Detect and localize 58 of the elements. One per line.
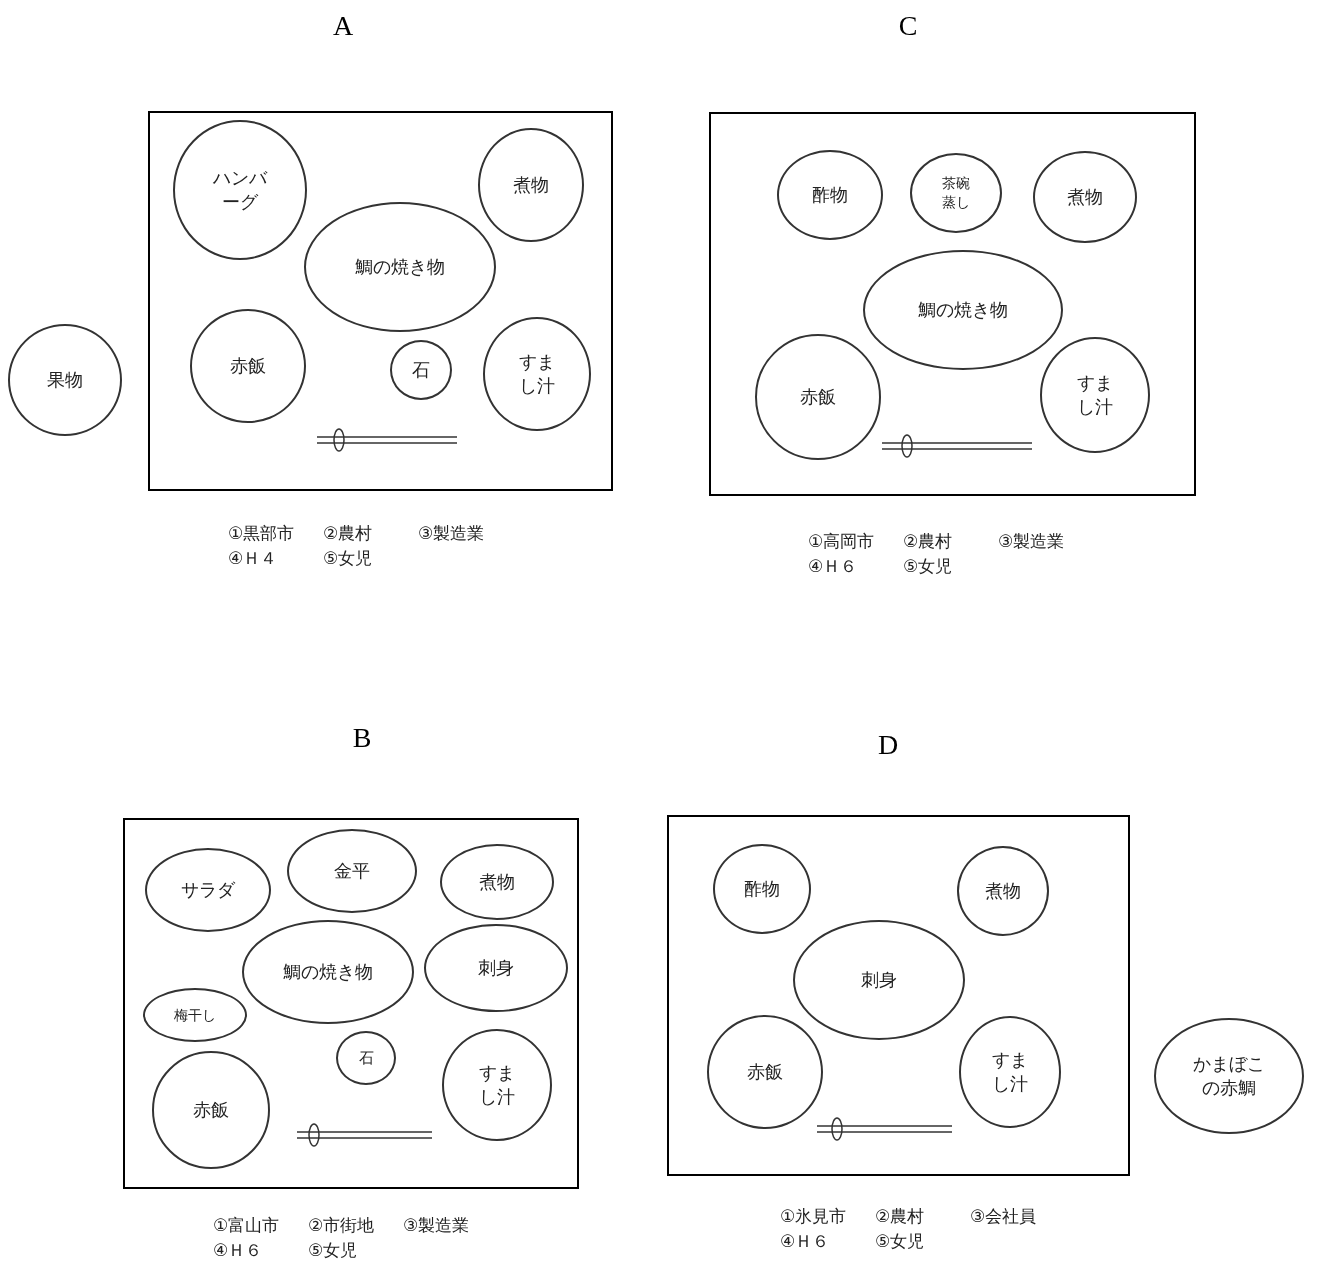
- dish-label: 鯛の焼き物: [354, 254, 446, 279]
- dish-label: 石: [411, 357, 431, 382]
- attribute-note: ⑤女児: [308, 1239, 359, 1262]
- attribute-note: ③製造業: [403, 1214, 471, 1237]
- dish-label: すまし汁: [1076, 370, 1114, 419]
- attribute-note: ①高岡市: [808, 530, 876, 553]
- dish-label: 酢物: [811, 182, 849, 207]
- attribute-note: ③製造業: [998, 530, 1066, 553]
- attribute-note: ②市街地: [308, 1214, 376, 1237]
- dish-label: かまぼこの赤鯛: [1192, 1051, 1266, 1100]
- dish-label: 赤飯: [192, 1097, 230, 1122]
- dish-label: すまし汁: [991, 1047, 1029, 1096]
- dish-label: 鯛の焼き物: [282, 959, 374, 984]
- attribute-note: ①黒部市: [228, 522, 296, 545]
- attribute-note: ①富山市: [213, 1214, 281, 1237]
- attribute-note: ③会社員: [970, 1205, 1038, 1228]
- dish-label: 梅干し: [173, 1005, 217, 1025]
- attribute-note: ④Ｈ６: [808, 555, 859, 578]
- dish-label: サラダ: [180, 877, 236, 902]
- dish-label: 鯛の焼き物: [917, 297, 1009, 322]
- dish-label: 酢物: [743, 876, 781, 901]
- panel-heading: B: [351, 722, 373, 754]
- dish-label: 煮物: [984, 878, 1022, 903]
- panel-heading: D: [876, 729, 900, 761]
- dish-label: 煮物: [478, 869, 516, 894]
- dish-label: 赤飯: [229, 353, 267, 378]
- panel-heading: C: [897, 10, 919, 42]
- attribute-note: ②農村: [875, 1205, 926, 1228]
- tray-frame: [709, 112, 1196, 496]
- attribute-note: ④Ｈ６: [213, 1239, 264, 1262]
- attribute-note: ④Ｈ６: [780, 1230, 831, 1253]
- attribute-note: ⑤女児: [323, 547, 374, 570]
- dish-label: 金平: [333, 858, 371, 883]
- dish-plate: [390, 340, 452, 400]
- dish-label: 茶碗蒸し: [941, 174, 971, 212]
- dish-label: 石: [357, 1047, 375, 1069]
- tray-frame: [123, 818, 579, 1189]
- attribute-note: ②農村: [903, 530, 954, 553]
- attribute-note: ②農村: [323, 522, 374, 545]
- tray-frame: [667, 815, 1130, 1176]
- dish-label: すまし汁: [478, 1060, 516, 1109]
- attribute-note: ④Ｈ４: [228, 547, 279, 570]
- attribute-note: ③製造業: [418, 522, 486, 545]
- tray-frame: [148, 111, 613, 491]
- dish-plate: [143, 988, 247, 1042]
- dish-label: 煮物: [1066, 184, 1104, 209]
- attribute-note: ⑤女児: [903, 555, 954, 578]
- dish-label: 刺身: [477, 955, 515, 980]
- dish-label: 赤飯: [746, 1059, 784, 1084]
- attribute-note: ①氷見市: [780, 1205, 848, 1228]
- attribute-note: ⑤女児: [875, 1230, 926, 1253]
- dish-label: 煮物: [512, 172, 550, 197]
- dish-label: 赤飯: [799, 384, 837, 409]
- dish-label: 刺身: [860, 967, 898, 992]
- dish-label: ハンバーグ: [213, 165, 267, 214]
- panel-heading: A: [331, 10, 355, 42]
- dish-label: 果物: [46, 367, 84, 392]
- dish-label: すまし汁: [518, 349, 556, 398]
